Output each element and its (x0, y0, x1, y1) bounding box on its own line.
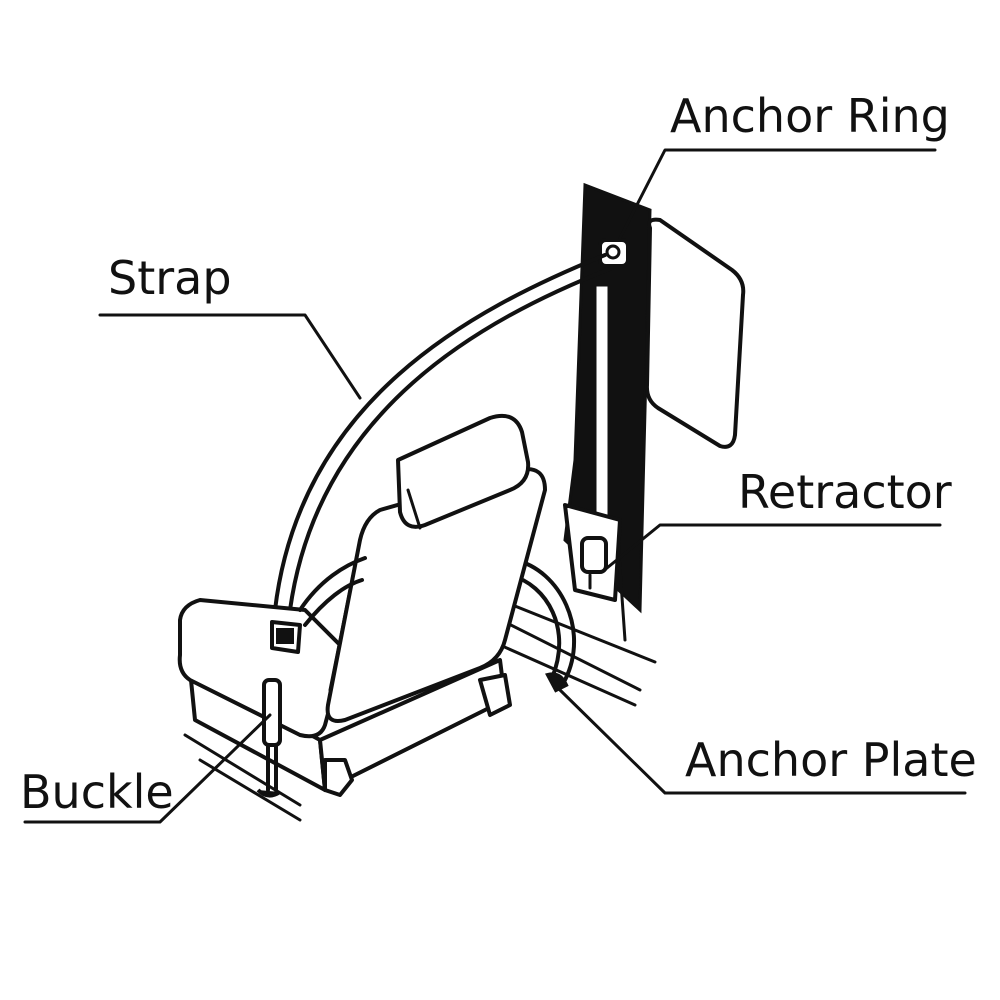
buckle-leader (23, 713, 272, 824)
buckle-tongue (270, 620, 302, 654)
strap (273, 253, 614, 612)
leader-lines (23, 148, 967, 824)
anchor-ring-leader (618, 148, 937, 240)
seat (177, 413, 547, 797)
label-anchor-ring: Anchor Ring (670, 89, 950, 143)
retractor-leader (600, 523, 942, 574)
anchor-ring (598, 238, 630, 268)
window-panel (644, 217, 746, 449)
anchor-plate-leader (558, 688, 967, 795)
label-anchor-plate: Anchor Plate (685, 733, 977, 787)
label-buckle: Buckle (20, 765, 174, 819)
strap-leader (98, 313, 362, 400)
buckle (256, 678, 282, 798)
label-retractor: Retractor (738, 465, 952, 519)
anchor-plate (545, 672, 569, 693)
retractor (563, 503, 622, 602)
label-strap: Strap (108, 251, 232, 305)
